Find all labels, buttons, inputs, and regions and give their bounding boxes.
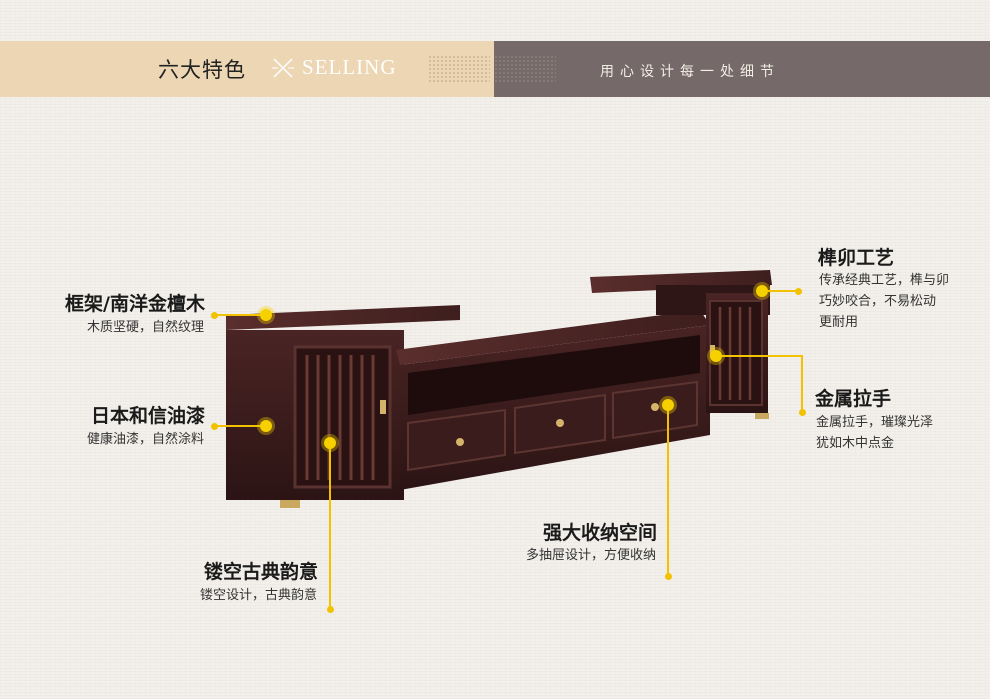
callout-desc-mortise-1: 传承经典工艺，榫与卯 [819,273,950,288]
callout-dot [798,408,806,416]
callout-desc-handle-2: 犹如木中点金 [816,436,895,451]
callout-marker [710,350,722,362]
callout-desc-handle-1: 金属拉手，璀璨光泽 [816,415,934,430]
callout-title-mortise: 榫卯工艺 [818,247,895,269]
callout-desc-mortise-2: 巧妙咬合，不易松动 [819,294,937,309]
banner-slogan: 用心设计每一处细节 [600,64,780,80]
callout-marker [260,309,272,321]
callout-dot [210,422,218,430]
callout-desc-paint: 健康油漆，自然涂料 [86,432,204,447]
cross-icon [272,58,294,78]
banner-title: 六大特色 [158,58,246,82]
callout-line [801,355,803,412]
callout-line [214,425,266,427]
dot-pattern-icon [494,55,556,83]
callout-marker [260,420,272,432]
callout-desc-mortise-3: 更耐用 [819,315,859,330]
callout-marker [324,437,336,449]
callout-title-paint: 日本和信油漆 [90,405,205,427]
callout-title-handle: 金属拉手 [815,388,892,410]
callout-dot [210,311,218,319]
dot-pattern-icon [428,55,490,83]
callout-line [762,290,798,292]
section-banner: 六大特色 SELLING 用心设计每一处细节 [0,41,990,97]
banner-left-panel [0,41,494,97]
callout-marker [756,285,768,297]
banner-right-panel [494,41,990,97]
callout-title-storage: 强大收纳空间 [542,522,657,544]
callout-dot [326,605,334,613]
callout-title-frame: 框架/南洋金檀木 [65,293,205,315]
callout-desc-storage: 多抽屉设计，方便收纳 [525,548,656,563]
banner-subtitle: SELLING [302,55,397,79]
callout-line [716,355,802,357]
callout-desc-frame: 木质坚硬，自然纹理 [86,320,204,335]
tv-cabinet-image [226,270,772,508]
callout-line [329,443,331,609]
callout-desc-hollow: 镂空设计，古典韵意 [199,588,317,603]
callout-line [214,314,266,316]
callout-title-hollow: 镂空古典韵意 [203,561,318,583]
callout-dot [794,287,802,295]
callout-line [667,405,669,576]
callout-marker [662,399,674,411]
callout-dot [664,572,672,580]
